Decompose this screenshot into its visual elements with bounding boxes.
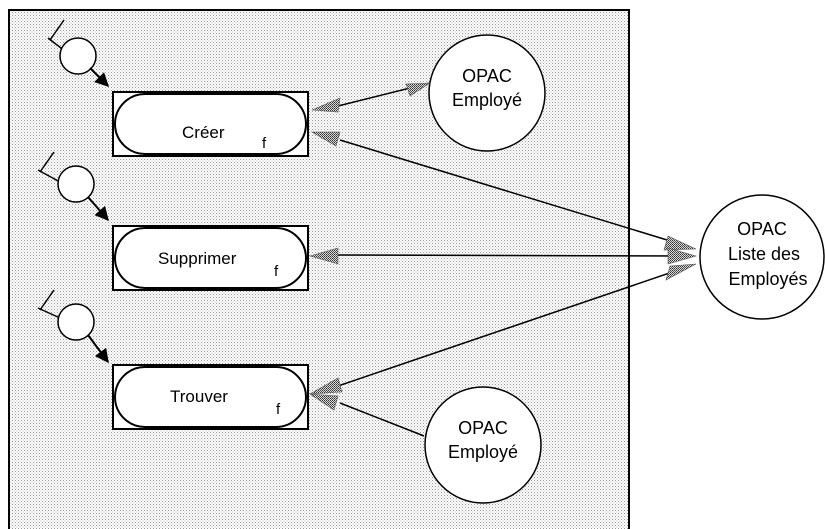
entity-line: Employés (728, 269, 807, 289)
connector-creer-liste (339, 139, 691, 248)
connector-trouver-employe-bottom (339, 402, 425, 437)
arrowhead-liste-from-supprimer (667, 247, 698, 265)
trigger-trouver (37, 289, 109, 364)
entity-line: Liste des (728, 244, 800, 264)
connector-trouver-liste (337, 265, 691, 387)
arrowhead-supprimer-near (308, 247, 339, 265)
entity-opac-liste: OPAC Liste des Employés (699, 194, 825, 320)
connectors (334, 82, 691, 437)
operation-creer: Créer f (112, 91, 309, 157)
operation-trouver: Trouver f (112, 364, 309, 430)
arrowhead-liste-from-creer (663, 235, 697, 251)
entity-line: Employé (448, 442, 518, 462)
arrowhead-liste-from-trouver (665, 263, 697, 281)
entity-line: OPAC (458, 418, 508, 438)
operation-supprimer: Supprimer f (112, 225, 309, 291)
operation-marker-creer: f (262, 135, 267, 152)
entity-line: OPAC (737, 219, 787, 239)
operation-label-supprimer: Supprimer (158, 249, 237, 268)
operation-label-trouver: Trouver (170, 387, 228, 406)
entity-line: OPAC (462, 66, 512, 86)
entity-opac-employe-bottom: OPAC Employé (424, 386, 542, 504)
arrowhead-trouver-bottom-near (308, 393, 339, 411)
arrowhead-creer-top-near (311, 97, 341, 113)
arrowheads (308, 82, 698, 411)
operation-marker-supprimer: f (274, 263, 279, 280)
arrowhead-trouver-near (309, 377, 343, 395)
operation-marker-trouver: f (276, 401, 281, 418)
connector-supprimer-liste (334, 254, 691, 257)
trigger-supprimer (37, 151, 109, 222)
entity-line: Employé (452, 90, 522, 110)
operation-label-creer: Créer (182, 123, 225, 142)
arrowhead-creer-liste-near (310, 131, 341, 147)
entity-opac-employe-top: OPAC Employé (428, 34, 546, 152)
arrowhead-creer-top-far (405, 82, 432, 97)
trigger-creer (47, 19, 109, 87)
